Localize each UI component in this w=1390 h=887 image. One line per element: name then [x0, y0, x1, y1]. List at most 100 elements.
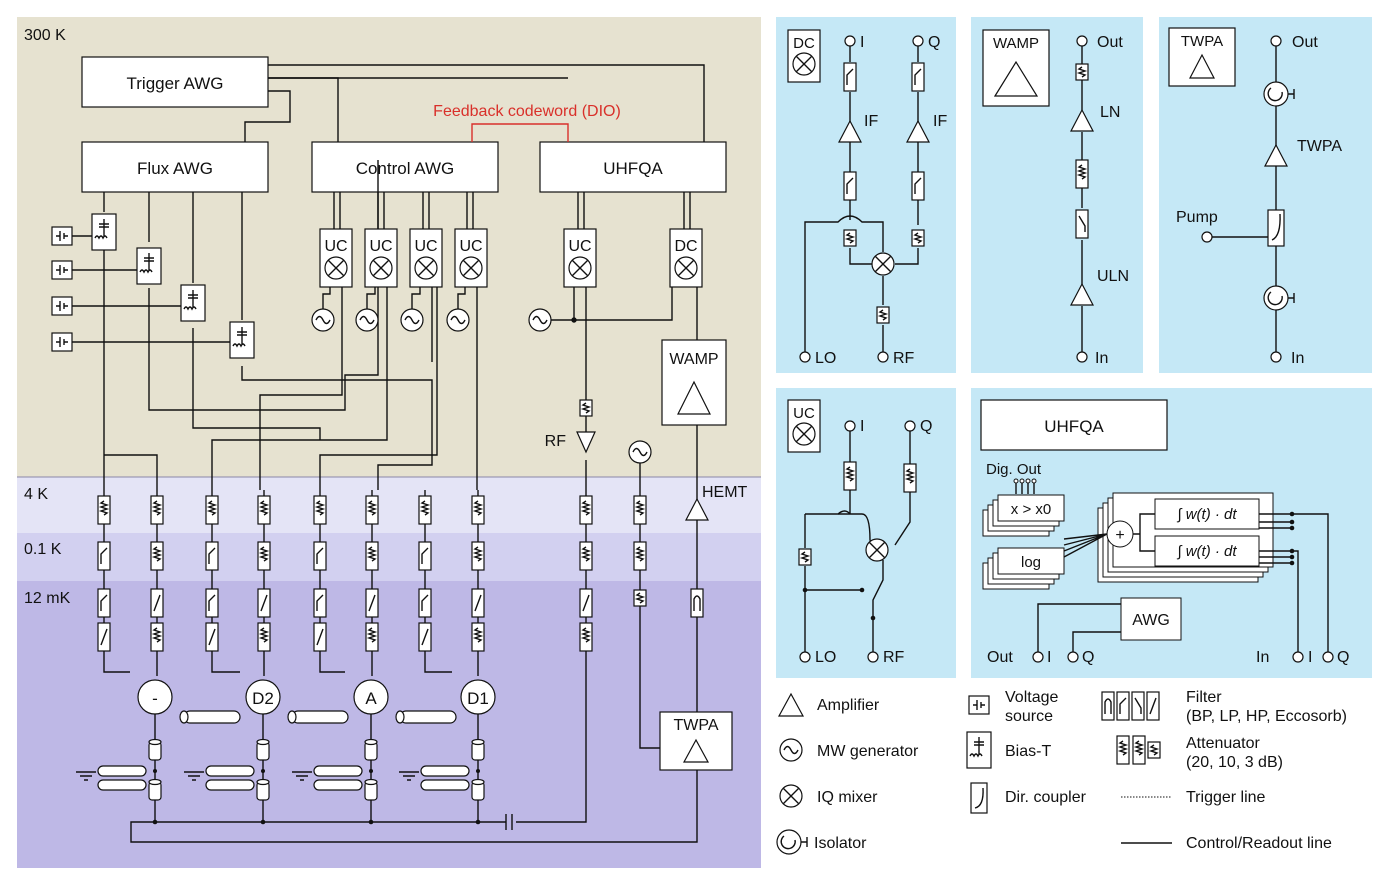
bias-tee-2 — [136, 247, 162, 285]
dc-panel-q: Q — [928, 34, 940, 51]
twpa-panel-pump: Pump — [1176, 209, 1218, 226]
qubit-label-0: - — [152, 689, 158, 708]
legend-amplifier: Amplifier — [817, 697, 880, 714]
trigger-lines — [244, 64, 705, 142]
uc-label-4: UC — [459, 238, 482, 255]
mw-generator-4 — [446, 308, 470, 332]
twpa-label: TWPA — [673, 717, 718, 734]
legend-attenuator: Attenuator — [1186, 735, 1261, 752]
flux-awg-label: Flux AWG — [137, 159, 213, 178]
legend-dircoupler: Dir. coupler — [1005, 789, 1087, 806]
stage-12mk — [17, 581, 761, 868]
legend-voltage-icon — [968, 695, 990, 715]
cold-wiring — [97, 490, 704, 843]
mw-generator-readout — [528, 308, 552, 332]
uhfqa-label: UHFQA — [603, 159, 663, 178]
twpa-panel: TWPA Out TWPA Pump In — [1159, 17, 1372, 373]
legend-biast: Bias-T — [1005, 743, 1051, 760]
wamp-panel-uln: ULN — [1097, 268, 1129, 285]
mw-generator-1 — [311, 308, 335, 332]
legend-iq-icon — [779, 784, 803, 808]
voltage-source-1 — [51, 226, 73, 246]
feedback-line — [471, 123, 569, 142]
legend-voltage-2: source — [1005, 708, 1053, 725]
uhfqa-in: In — [1256, 649, 1269, 666]
dc-panel-lo: LO — [815, 350, 836, 367]
mw-generator-2 — [355, 308, 379, 332]
legend-trigger: Trigger line — [1186, 789, 1266, 806]
trigger-awg-label: Trigger AWG — [127, 74, 224, 93]
flux-lines — [103, 160, 433, 490]
uhfqa-i2: I — [1308, 649, 1312, 666]
qubit-label-1: D2 — [252, 689, 274, 708]
legend-attenuator-2: (20, 10, 3 dB) — [1186, 754, 1283, 771]
legend-control: Control/Readout line — [1186, 835, 1332, 852]
wamp-panel-title: WAMP — [993, 35, 1039, 52]
uc-label-3: UC — [414, 238, 437, 255]
uc-panel-title: UC — [793, 405, 815, 422]
wamp-panel-ln: LN — [1100, 104, 1120, 121]
twpa-panel-twpa: TWPA — [1297, 138, 1342, 155]
uc-panel-rf: RF — [883, 649, 905, 666]
legend-biast-icon — [966, 731, 992, 769]
uc-label-1: UC — [324, 238, 347, 255]
qubit-label-3: D1 — [467, 689, 489, 708]
uhfqa-panel: UHFQA Dig. Out x > x0 log ∫ w(t) · dt ∫ … — [971, 388, 1372, 678]
uc-panel-i: I — [860, 418, 864, 435]
readout-attenuator-rt — [579, 399, 593, 417]
legend-filter-icon — [1101, 691, 1160, 721]
qubit-chip: - D2 A D1 — [76, 679, 513, 830]
hemt-label: HEMT — [702, 484, 748, 501]
legend-isolator: Isolator — [814, 835, 867, 852]
uhfqa-out: Out — [987, 649, 1013, 666]
legend-attenuator-icon — [1116, 735, 1161, 765]
uc-label-readout: UC — [568, 238, 591, 255]
bias-tee-1 — [91, 213, 117, 251]
legend-filter: Filter — [1186, 689, 1222, 706]
uhfqa-awg: AWG — [1132, 612, 1170, 629]
feedback-label: Feedback codeword (DIO) — [433, 103, 621, 120]
uhfqa-threshold: x > x0 — [1011, 501, 1051, 518]
uhfqa-integral-2: ∫ w(t) · dt — [1176, 543, 1237, 560]
uhfqa-q1: Q — [1082, 649, 1094, 666]
legend-filter-2: (BP, LP, HP, Eccosorb) — [1186, 708, 1347, 725]
voltage-source-4 — [51, 332, 73, 352]
voltage-source-2 — [51, 260, 73, 280]
label-12mk: 12 mK — [24, 590, 71, 607]
wamp-panel-out: Out — [1097, 34, 1123, 51]
uhfqa-plus: + — [1115, 527, 1124, 544]
label-01k: 0.1 K — [24, 541, 62, 558]
twpa-panel-out: Out — [1292, 34, 1318, 51]
bias-tee-4 — [229, 321, 255, 359]
uhfqa-box — [539, 141, 727, 193]
dc-panel-if2: IF — [933, 113, 947, 130]
voltage-source-3 — [51, 296, 73, 316]
wamp-panel-in: In — [1095, 350, 1108, 367]
control-awg-label: Control AWG — [356, 159, 455, 178]
qubit-label-2: A — [365, 689, 377, 708]
uhfqa-integral-1: ∫ w(t) · dt — [1176, 506, 1237, 523]
mw-generator-pump — [628, 440, 652, 464]
wamp-label: WAMP — [669, 351, 718, 368]
uc-panel-lo: LO — [815, 649, 836, 666]
uhfqa-panel-title: UHFQA — [1044, 417, 1104, 436]
uhfqa-dig-out: Dig. Out — [986, 461, 1042, 478]
dc-panel-i: I — [860, 34, 864, 51]
mw-generator-3 — [400, 308, 424, 332]
dc-panel-title: DC — [793, 35, 815, 52]
legend-voltage: Voltage — [1005, 689, 1058, 706]
uc-group: UC UC UC UC UC DC — [319, 192, 703, 288]
dc-label-readout: DC — [674, 238, 697, 255]
stage-4k — [17, 477, 761, 533]
legend: Amplifier MW generator IQ mixer Isolator… — [776, 689, 1347, 855]
legend-mw-icon — [779, 738, 803, 762]
uhfqa-q2: Q — [1337, 649, 1349, 666]
uhfqa-log: log — [1021, 554, 1041, 571]
wamp-panel: WAMP Out LN ULN In — [971, 17, 1143, 373]
flux-awg-box — [81, 141, 269, 193]
twpa-panel-title: TWPA — [1181, 33, 1223, 50]
uc-label-2: UC — [369, 238, 392, 255]
trigger-awg-box — [81, 56, 269, 108]
legend-dircoupler-icon — [970, 782, 988, 814]
